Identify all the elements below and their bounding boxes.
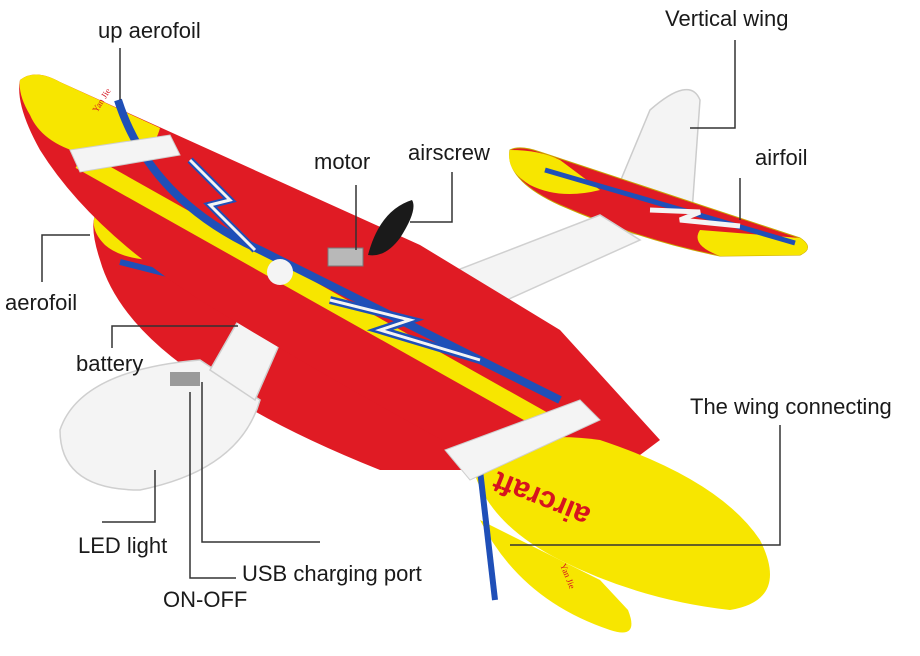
leader-battery: [111, 325, 238, 348]
battery-pod-shape: [59, 359, 261, 491]
label-vertical-wing: Vertical wing: [665, 6, 789, 31]
leader-vertical-wing: [690, 40, 736, 129]
leader-wing-connecting: [510, 425, 781, 546]
propeller-shape: [368, 200, 414, 256]
wing-tip-shape: [470, 437, 770, 610]
leader-usb: [201, 382, 320, 543]
leader-aerofoil: [41, 234, 90, 282]
label-airscrew: airscrew: [408, 140, 490, 165]
label-airfoil: airfoil: [755, 145, 808, 170]
leader-led: [102, 470, 156, 523]
label-wing-connecting: The wing connecting: [690, 394, 892, 419]
label-usb-charging-port: USB charging port: [242, 561, 422, 586]
wing-connector-shape: [444, 399, 601, 481]
label-on-off: ON-OFF: [163, 587, 248, 612]
motor-shape: [327, 247, 364, 267]
leader-lines: [41, 40, 781, 579]
label-motor: motor: [314, 149, 371, 174]
label-up-aerofoil: up aerofoil: [98, 18, 201, 43]
label-led-light: LED light: [78, 533, 168, 558]
leader-airscrew: [410, 172, 453, 223]
label-battery: battery: [76, 351, 144, 376]
leader-onoff: [189, 392, 236, 579]
label-aerofoil: aerofoil: [5, 290, 78, 315]
